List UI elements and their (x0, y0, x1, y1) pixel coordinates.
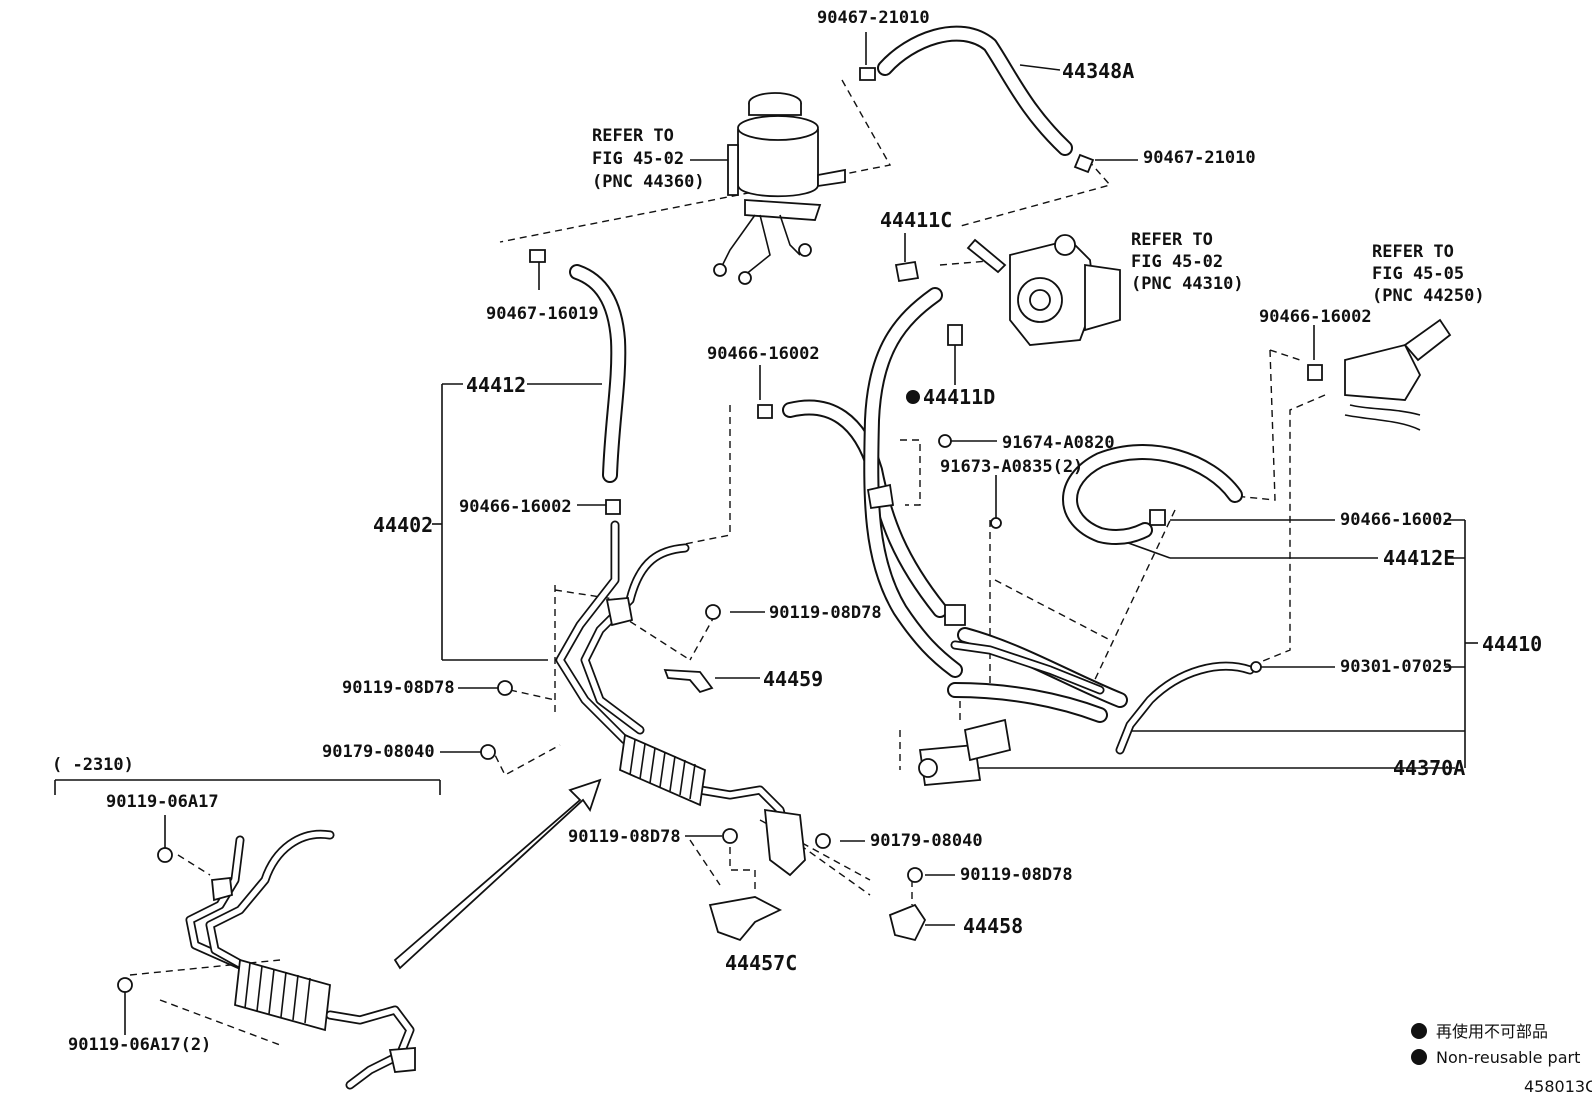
callout-arrow (393, 778, 602, 970)
label-44412: 44412 (466, 373, 526, 397)
legend: 再使用不可部品 Non-reusable part (1411, 1022, 1580, 1067)
part-labels: 90467-21010 44348A 90467-21010 REFER TO … (52, 8, 1542, 1055)
label-90467-right: 90467-21010 (1143, 148, 1256, 168)
label-44457c: 44457C (725, 951, 797, 975)
label-44412e: 44412E (1383, 546, 1455, 570)
legend-en: Non-reusable part (1436, 1048, 1580, 1067)
label-90466-left: 90466-16002 (459, 497, 572, 517)
union-block (918, 718, 1012, 786)
label-range: ( -2310) (52, 755, 134, 775)
hoses (569, 25, 1243, 723)
label-90466-mid: 90466-16002 (707, 344, 820, 364)
label-90179-a: 90179-08040 (322, 742, 435, 762)
refer-to-44360-line2: FIG 45-02 (592, 149, 684, 169)
refer-to-44360-line1: REFER TO (592, 126, 674, 146)
label-44459: 44459 (763, 667, 823, 691)
label-44410: 44410 (1482, 632, 1542, 656)
refer-to-44250-line1: REFER TO (1372, 242, 1454, 262)
label-90466-right-top: 90466-16002 (1259, 307, 1372, 327)
refer-to-44310-line1: REFER TO (1131, 230, 1213, 250)
label-91673: 91673-A0835(2) (940, 457, 1083, 477)
label-90301: 90301-07025 (1340, 657, 1453, 677)
label-90466-right: 90466-16002 (1340, 510, 1453, 530)
label-44458: 44458 (963, 914, 1023, 938)
bolts (117, 517, 1002, 993)
brackets (211, 597, 927, 1073)
legend-marker-en (1411, 1049, 1427, 1065)
refer-to-44250-line2: FIG 45-05 (1372, 264, 1464, 284)
refer-to-44310-line3: (PNC 44310) (1131, 274, 1244, 294)
non-reusable-marker (906, 390, 920, 404)
label-90119-08d78-d: 90119-08D78 (960, 865, 1073, 885)
label-44402: 44402 (373, 513, 433, 537)
legend-jp: 再使用不可部品 (1436, 1022, 1548, 1041)
label-90467-top: 90467-21010 (817, 8, 930, 28)
steering-gear (1344, 318, 1452, 431)
label-44348a: 44348A (1062, 59, 1134, 83)
refer-to-44250-line3: (PNC 44250) (1372, 286, 1485, 306)
label-44411c: 44411C (880, 208, 952, 232)
refer-to-44360-line3: (PNC 44360) (592, 172, 705, 192)
clamps (529, 67, 1323, 673)
figure-code: 458013C (1524, 1077, 1592, 1096)
label-90179-b: 90179-08040 (870, 831, 983, 851)
label-44370a: 44370A (1393, 756, 1465, 780)
label-44411d: 44411D (923, 385, 995, 409)
reservoir-tank (713, 92, 846, 285)
label-91674: 91674-A0820 (1002, 433, 1115, 453)
refer-to-44310-line2: FIG 45-02 (1131, 252, 1223, 272)
label-90119-08d78-b: 90119-08D78 (342, 678, 455, 698)
leader-lines (54, 32, 1478, 1035)
label-90119-08d78-a: 90119-08D78 (769, 603, 882, 623)
label-90119-06a17: 90119-06A17 (106, 792, 219, 812)
legend-marker-jp (1411, 1023, 1427, 1039)
power-steering-pump (966, 234, 1121, 346)
oil-cooler-inset (234, 958, 331, 1032)
label-90119-08d78-c: 90119-08D78 (568, 827, 681, 847)
label-90467-16019: 90467-16019 (486, 304, 599, 324)
oil-cooler (619, 733, 706, 807)
label-90119-06a17-2: 90119-06A17(2) (68, 1035, 211, 1055)
dashed-guides (129, 79, 1326, 1046)
